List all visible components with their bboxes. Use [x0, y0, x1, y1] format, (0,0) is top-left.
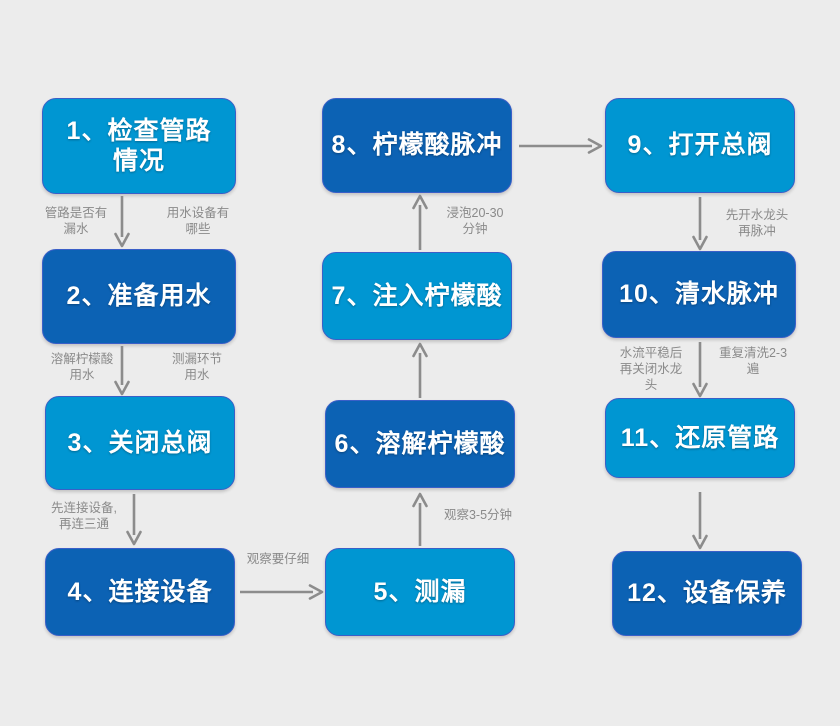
flow-arrow-n8-to-n9: [519, 136, 603, 156]
flow-node-label: 11、还原管路: [620, 423, 780, 452]
flow-node-label: 6、溶解柠檬酸: [334, 429, 506, 458]
flow-node-label: 4、连接设备: [67, 577, 213, 606]
flow-node-n7[interactable]: 7、注入柠檬酸: [322, 252, 512, 340]
flow-node-n10[interactable]: 10、清水脉冲: [602, 251, 796, 338]
edge-label-e3: 溶解柠檬酸 用水: [50, 352, 114, 382]
flow-node-label: 10、清水脉冲: [619, 280, 779, 309]
flow-node-label: 3、关闭总阀: [67, 428, 213, 457]
flow-arrow-n3-to-n4: [124, 494, 144, 546]
flow-node-label: 7、注入柠檬酸: [331, 281, 503, 310]
flow-node-n11[interactable]: 11、还原管路: [605, 398, 795, 478]
flow-arrow-n9-to-n10: [690, 197, 710, 251]
flow-arrow-n11-to-n12: [690, 492, 710, 550]
edge-label-e8: 浸泡20-30 分钟: [446, 206, 504, 236]
flow-node-label: 12、设备保养: [627, 579, 787, 608]
flow-node-label: 8、柠檬酸脉冲: [331, 131, 503, 160]
flow-node-n6[interactable]: 6、溶解柠檬酸: [325, 400, 515, 488]
flow-node-n8[interactable]: 8、柠檬酸脉冲: [322, 98, 512, 193]
flow-arrow-n1-to-n2: [112, 196, 132, 248]
flow-arrow-n10-to-n11: [690, 342, 710, 398]
flow-node-n4[interactable]: 4、连接设备: [45, 548, 235, 636]
flow-node-n5[interactable]: 5、测漏: [325, 548, 515, 636]
edge-label-e6: 观察要仔细: [246, 552, 310, 566]
flow-arrow-n5-to-n6: [410, 492, 430, 546]
edge-label-e10: 水流平稳后 再关闭水龙 头: [619, 346, 683, 392]
flow-node-n12[interactable]: 12、设备保养: [612, 551, 802, 636]
flow-arrow-n4-to-n5: [240, 582, 324, 602]
edge-label-e9: 先开水龙头 再脉冲: [725, 208, 789, 238]
edge-label-e2: 用水设备有 哪些: [166, 206, 230, 236]
flow-node-label: 2、准备用水: [66, 282, 212, 311]
edge-label-e5: 先连接设备, 再连三通: [51, 501, 117, 531]
flow-node-n3[interactable]: 3、关闭总阀: [45, 396, 235, 490]
flow-node-label: 5、测漏: [373, 577, 467, 606]
edge-label-e1: 管路是否有 漏水: [44, 206, 108, 236]
edge-label-e11: 重复清洗2-3 遍: [718, 346, 788, 376]
edge-label-e7: 观察3-5分钟: [443, 508, 513, 522]
flow-node-n1[interactable]: 1、检查管路 情况: [42, 98, 236, 194]
flow-node-n2[interactable]: 2、准备用水: [42, 249, 236, 344]
edge-label-e4: 测漏环节 用水: [171, 352, 222, 382]
flow-arrow-n6-to-n7: [410, 342, 430, 398]
flow-node-label: 9、打开总阀: [627, 131, 773, 160]
flow-arrow-n2-to-n3: [112, 346, 132, 396]
flow-arrow-n7-to-n8: [410, 194, 430, 250]
flow-node-n9[interactable]: 9、打开总阀: [605, 98, 795, 193]
flow-node-label: 1、检查管路 情况: [66, 116, 212, 176]
